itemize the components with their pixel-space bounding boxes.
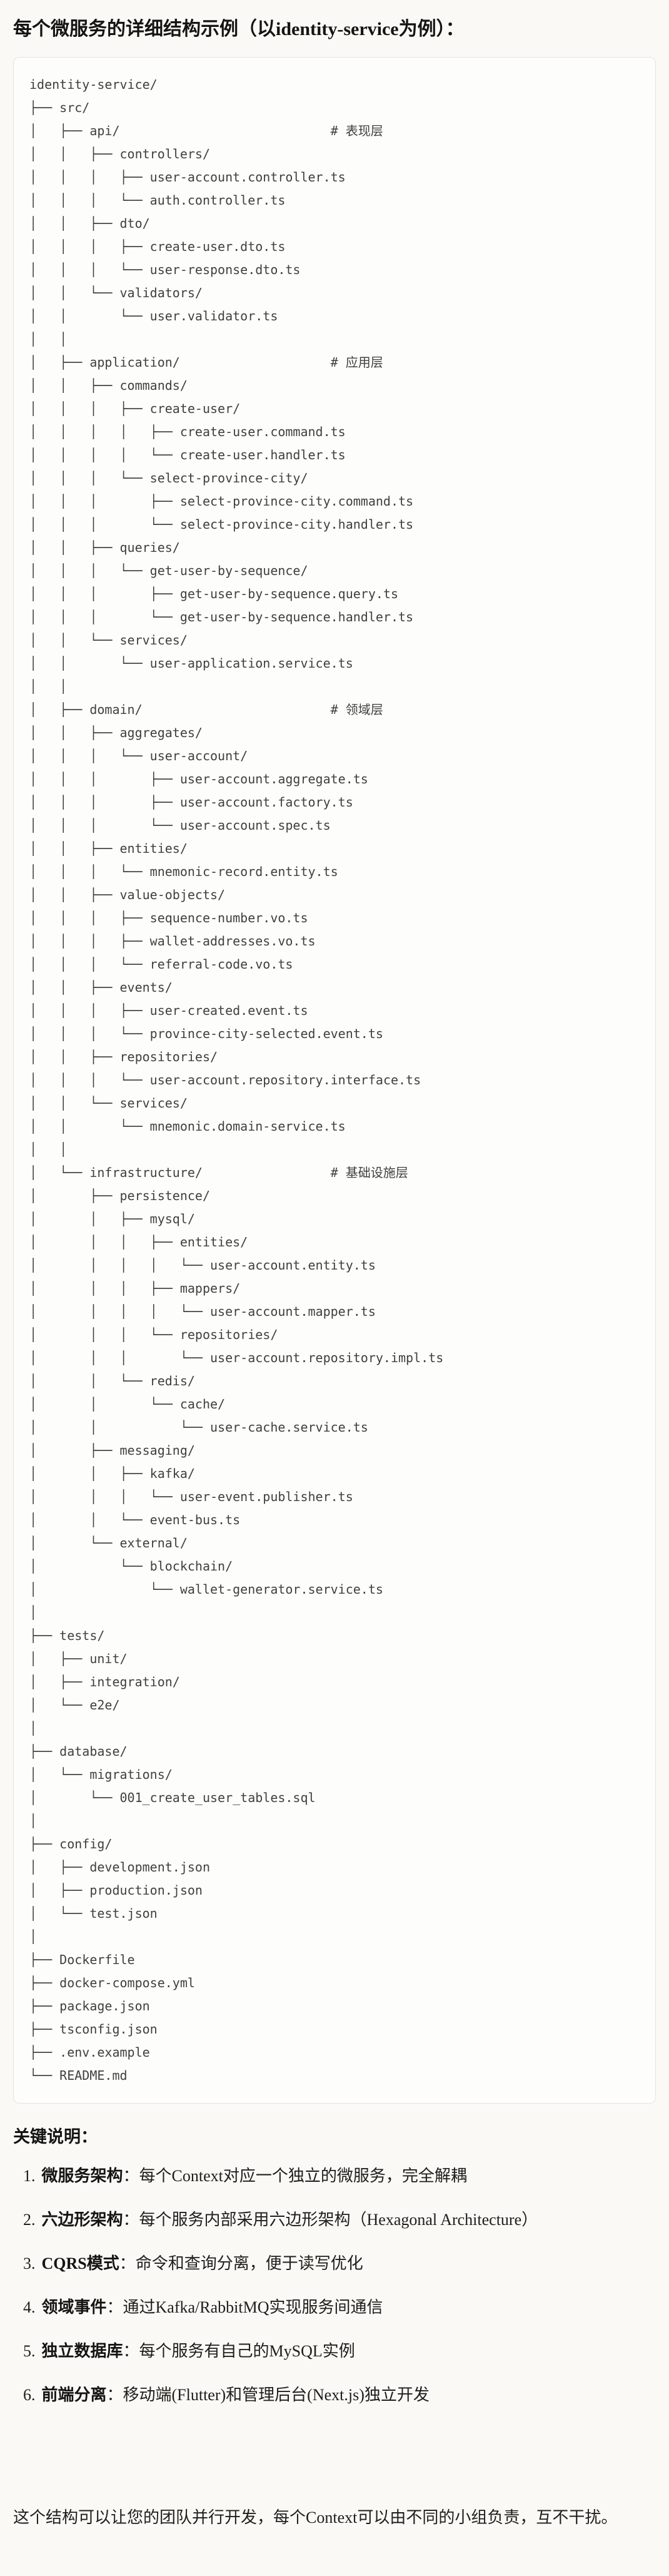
note-item: 2. 六边形架构：每个服务内部采用六边形架构（Hexagonal Architec… <box>23 2209 656 2231</box>
note-text: ：命令和查询分离，便于读写优化 <box>119 2254 363 2273</box>
note-text: ：每个Context对应一个独立的微服务，完全解耦 <box>123 2167 467 2185</box>
note-number: 5. <box>23 2342 36 2360</box>
note-term: 六边形架构 <box>41 2211 123 2229</box>
note-term: CQRS模式 <box>41 2254 119 2273</box>
note-text: ：每个服务内部采用六边形架构（Hexagonal Architecture） <box>123 2211 538 2229</box>
note-item: 1. 微服务架构：每个Context对应一个独立的微服务，完全解耦 <box>23 2165 656 2187</box>
note-text: ：通过Kafka/RabbitMQ实现服务间通信 <box>106 2298 383 2316</box>
note-number: 3. <box>23 2254 36 2273</box>
note-text: ：每个服务有自己的MySQL实例 <box>123 2342 355 2360</box>
note-number: 4. <box>23 2298 36 2316</box>
note-term: 领域事件 <box>41 2298 107 2316</box>
note-term: 前端分离 <box>41 2386 107 2404</box>
note-term: 独立数据库 <box>41 2342 123 2360</box>
notes-heading: 关键说明： <box>13 2127 98 2146</box>
page-title: 每个微服务的详细结构示例（以identity-service为例）： <box>13 19 465 39</box>
note-number: 6. <box>23 2386 36 2404</box>
note-item: 3. CQRS模式：命令和查询分离，便于读写优化 <box>23 2253 656 2275</box>
note-number: 1. <box>23 2167 36 2185</box>
note-text: ：移动端(Flutter)和管理后台(Next.js)独立开发 <box>106 2386 430 2404</box>
directory-tree: identity-service/ ├── src/ │ ├── api/ # … <box>29 77 444 2083</box>
note-item: 4. 领域事件：通过Kafka/RabbitMQ实现服务间通信 <box>23 2296 656 2319</box>
closing-paragraph: 这个结构可以让您的团队并行开发，每个Context可以由不同的小组负责，互不干扰… <box>13 2508 618 2527</box>
note-term: 微服务架构 <box>41 2167 123 2185</box>
note-number: 2. <box>23 2211 36 2229</box>
note-item: 6. 前端分离：移动端(Flutter)和管理后台(Next.js)独立开发 <box>23 2384 656 2406</box>
note-item: 5. 独立数据库：每个服务有自己的MySQL实例 <box>23 2340 656 2363</box>
code-block: identity-service/ ├── src/ │ ├── api/ # … <box>13 57 656 2104</box>
